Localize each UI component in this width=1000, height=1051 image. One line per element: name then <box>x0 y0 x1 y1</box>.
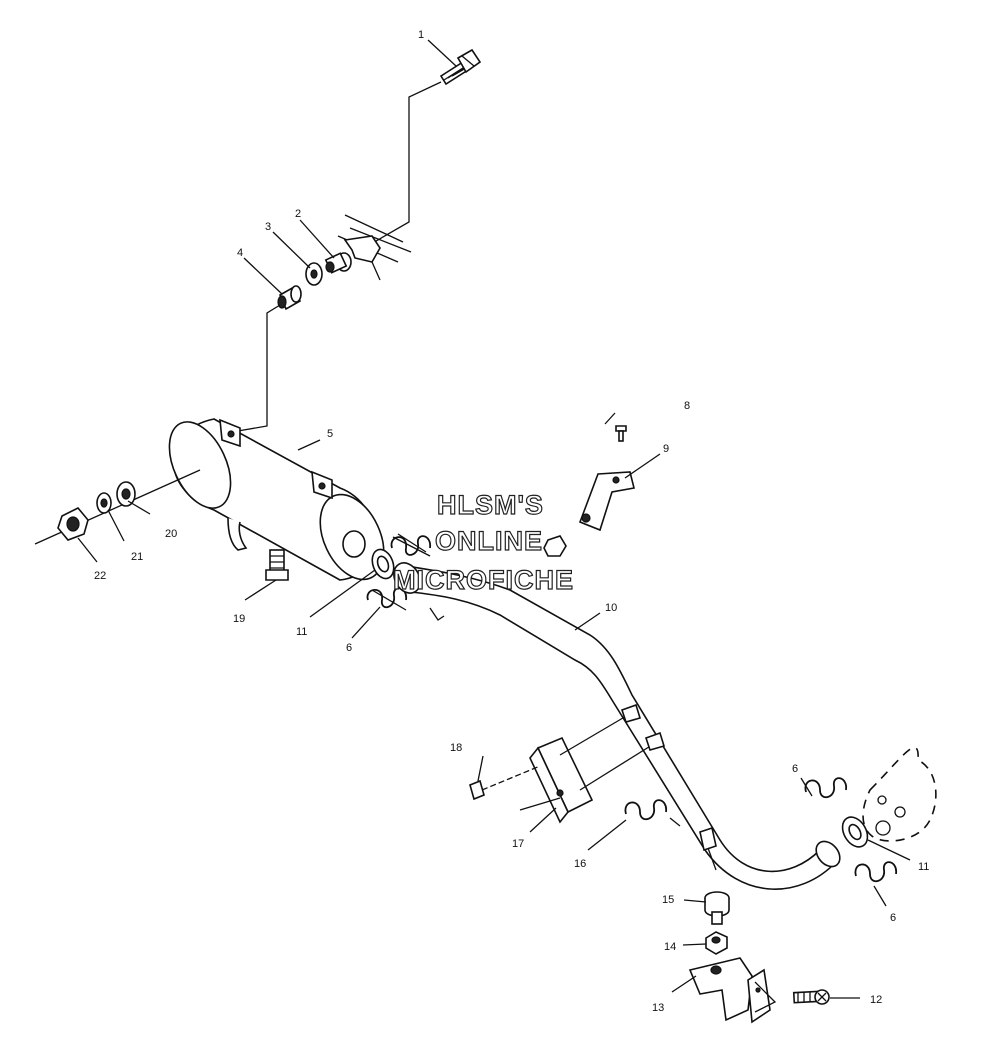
callout-4: 4 <box>237 247 243 259</box>
leader-bolt-to-bracket <box>363 81 442 249</box>
part-1-bolt <box>439 48 482 86</box>
callout-19: 19 <box>233 613 245 625</box>
part-6-spring-right-upper <box>804 777 847 799</box>
callout-9: 9 <box>663 443 669 455</box>
engine-port-3 <box>877 795 887 805</box>
callout-8: 8 <box>684 400 690 412</box>
callouts: 1 2 3 4 5 6 6 6 8 9 10 11 11 12 13 14 15… <box>94 29 929 1014</box>
engine-outline <box>862 746 937 842</box>
callout-16: 16 <box>574 858 586 870</box>
callout-22: 22 <box>94 570 106 582</box>
part-18-bolt <box>469 765 541 801</box>
part-5-muffler <box>168 418 385 581</box>
engine-port-2 <box>894 806 906 818</box>
part-14-nut <box>705 931 728 955</box>
watermark-line-2: ONLINE <box>435 526 543 556</box>
callout-18: 18 <box>450 742 462 754</box>
callout-12: 12 <box>870 994 882 1006</box>
part-12-bolt <box>792 989 830 1005</box>
callout-6: 6 <box>890 912 896 924</box>
pipe-tabs <box>620 703 717 871</box>
part-19-bolt <box>265 549 289 581</box>
part-15-mount <box>704 891 730 925</box>
callout-6: 6 <box>792 763 798 775</box>
part-13-bracket <box>688 957 777 1024</box>
callout-10: 10 <box>605 602 617 614</box>
part-6-spring-right-lower <box>854 861 897 883</box>
part-4-grommet <box>277 285 302 311</box>
part-21-washer <box>96 492 112 514</box>
watermark-line-3: MICROFICHE <box>393 565 574 595</box>
small-nut <box>543 535 567 557</box>
engine-port-1 <box>875 820 891 836</box>
watermark-line-1: HLSM'S <box>437 490 544 520</box>
part-6-spring-upper <box>390 533 431 557</box>
part-2-bushing <box>324 235 381 281</box>
callout-17: 17 <box>512 838 524 850</box>
callout-11: 11 <box>918 861 929 873</box>
callout-11: 11 <box>296 626 307 638</box>
callout-15: 15 <box>662 894 674 906</box>
part-16-spring <box>624 799 681 827</box>
callout-14: 14 <box>664 941 676 953</box>
part-10-head-pipe <box>393 562 841 890</box>
part-17-mount-block <box>519 714 653 824</box>
part-22-nut <box>57 507 89 541</box>
part-11-gasket-upper <box>371 548 395 580</box>
part-20-washer <box>116 481 136 507</box>
callout-21: 21 <box>131 551 143 563</box>
callout-1: 1 <box>418 29 424 41</box>
callout-6: 6 <box>346 642 352 654</box>
callout-13: 13 <box>652 1002 664 1014</box>
callout-5: 5 <box>327 428 333 440</box>
part-9-bracket <box>578 471 635 532</box>
callout-3: 3 <box>265 221 271 233</box>
callout-2: 2 <box>295 208 301 220</box>
watermark: HLSM'S ONLINE MICROFICHE <box>392 489 574 595</box>
leader-lines <box>77 39 911 999</box>
leader-grommet-to-muffler <box>231 304 281 433</box>
part-11-gasket-lower <box>841 816 869 848</box>
callout-20: 20 <box>165 528 177 540</box>
part-8-screw <box>615 425 627 442</box>
part-3-washer <box>305 262 323 286</box>
